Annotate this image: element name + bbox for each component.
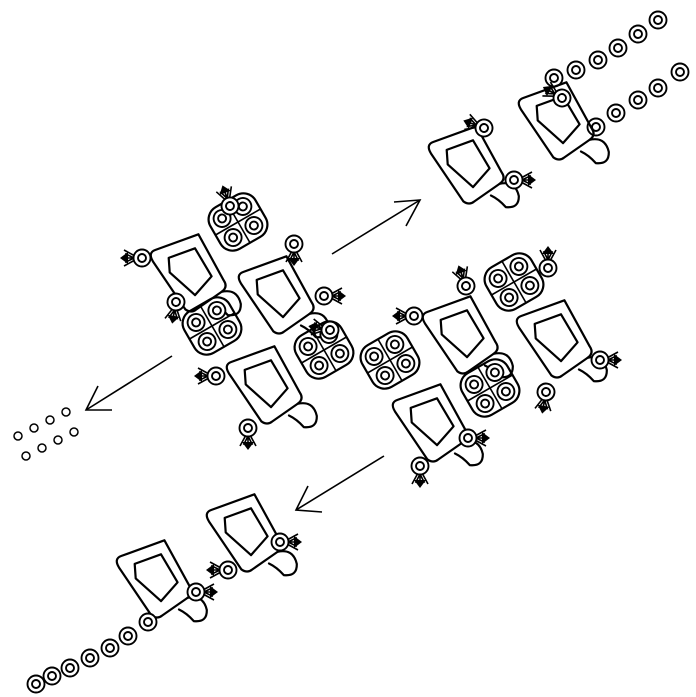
left-cluster	[120, 182, 359, 450]
center-right-cluster	[355, 246, 622, 488]
arrow-icon	[86, 356, 172, 410]
shield-icon	[515, 295, 610, 401]
quad-block-icon	[455, 354, 524, 422]
quad-block-icon	[479, 248, 548, 316]
quad-block-icon	[177, 292, 246, 360]
bottom-left-chain	[28, 489, 303, 693]
arrow-icon	[296, 456, 384, 512]
quad-block-icon	[203, 188, 272, 256]
arrow-icon	[332, 200, 420, 254]
quad-block-icon	[355, 326, 424, 394]
dot-icon	[14, 408, 78, 460]
shield-icon	[237, 251, 332, 357]
top-right-chain	[427, 12, 688, 227]
